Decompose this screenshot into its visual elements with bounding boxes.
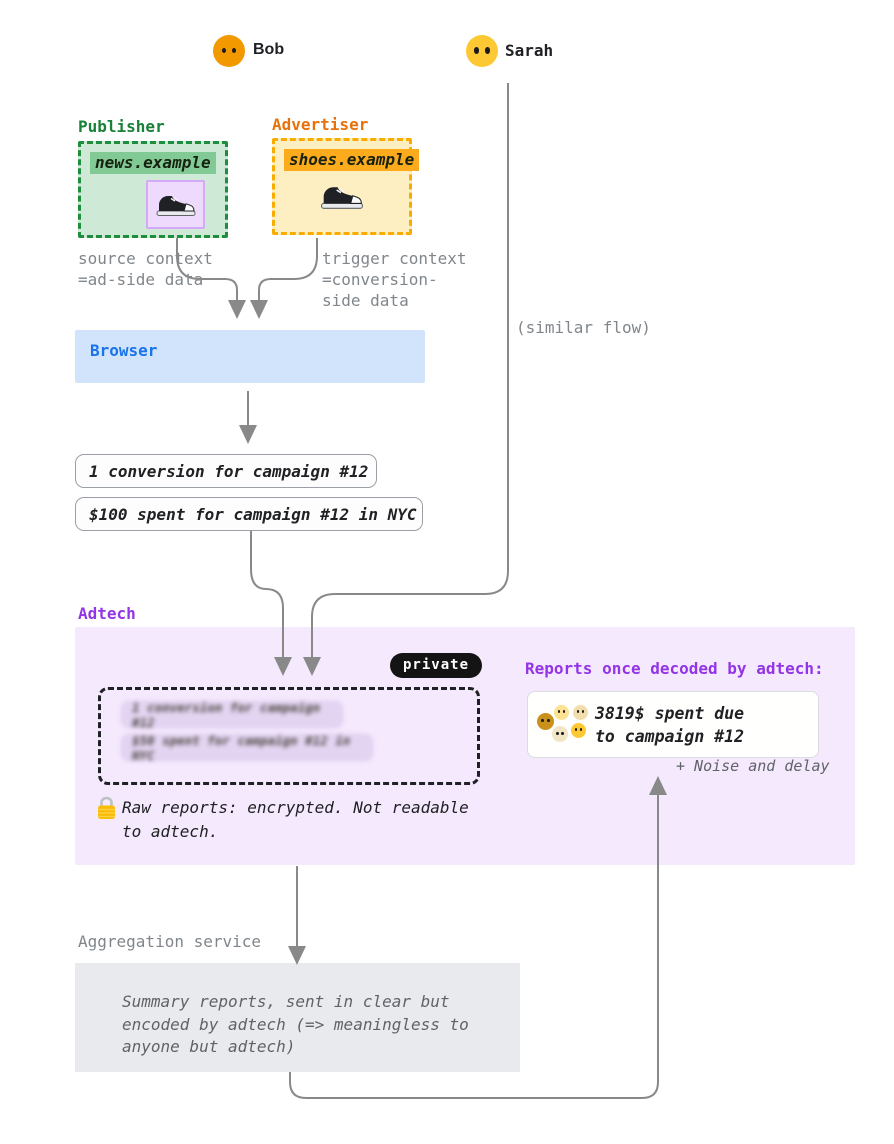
aggregation-service-box: Summary reports, sent in clear but encod… bbox=[75, 963, 520, 1072]
source-context-note: source context =ad-side data bbox=[78, 249, 213, 289]
trigger-context-note: trigger context =conversion- side data bbox=[322, 249, 467, 310]
sarah-avatar bbox=[466, 35, 498, 67]
arrowhead bbox=[228, 300, 246, 319]
advertiser-label: Advertiser bbox=[272, 115, 369, 134]
aggregated-users-faces bbox=[536, 702, 590, 748]
decoded-reports-heading: Reports once decoded by adtech: bbox=[525, 659, 824, 678]
conversion-report: 1 conversion for campaign #12 bbox=[75, 454, 377, 488]
encrypted-reports-box: 1 conversion for campaign #12 $50 spent … bbox=[98, 687, 480, 785]
bob-avatar bbox=[213, 35, 245, 67]
sneaker-icon bbox=[156, 195, 195, 216]
decoded-report-card: 3819$ spent due to campaign #12 bbox=[527, 691, 819, 758]
summary-reports-text: Summary reports, sent in clear but encod… bbox=[122, 992, 469, 1056]
publisher-site-url: news.example bbox=[90, 152, 216, 174]
publisher-label: Publisher bbox=[78, 117, 165, 136]
arrowhead bbox=[250, 300, 268, 319]
product-sneaker bbox=[319, 183, 365, 215]
raw-reports-note: Raw reports: encrypted. Not readable to … bbox=[122, 798, 469, 841]
eye bbox=[473, 47, 480, 54]
decoded-report-text: 3819$ spent due to campaign #12 bbox=[595, 703, 745, 746]
aggregation-service-label: Aggregation service bbox=[78, 932, 262, 951]
advertiser-site-box: shoes.example bbox=[272, 138, 420, 235]
user-face bbox=[537, 712, 554, 730]
browser-box: Browser bbox=[75, 330, 425, 383]
similar-flow-note: (similar flow) bbox=[516, 318, 651, 337]
encrypted-report: 1 conversion for campaign #12 bbox=[121, 700, 343, 730]
bob-label: Bob bbox=[253, 41, 285, 58]
eye bbox=[221, 47, 227, 54]
arrow-advertiser-to-browser bbox=[258, 238, 318, 301]
private-badge: private bbox=[390, 653, 483, 678]
user-face bbox=[552, 725, 568, 742]
publisher-site-box: news.example bbox=[78, 141, 228, 238]
noise-delay-note: + Noise and delay bbox=[676, 757, 830, 775]
user-face bbox=[554, 704, 569, 720]
sarah-label: Sarah bbox=[505, 41, 554, 60]
ad-slot bbox=[146, 180, 205, 229]
lock-icon bbox=[96, 796, 117, 825]
sneaker-icon bbox=[321, 187, 363, 209]
browser-label: Browser bbox=[90, 341, 158, 360]
user-face bbox=[573, 704, 588, 720]
spend-report: $100 spent for campaign #12 in NYC bbox=[75, 497, 423, 531]
user-face bbox=[571, 722, 586, 738]
eye bbox=[484, 47, 491, 54]
eye bbox=[231, 47, 237, 54]
adtech-label: Adtech bbox=[78, 604, 136, 623]
arrowhead bbox=[239, 425, 257, 444]
advertiser-site-url: shoes.example bbox=[284, 149, 420, 171]
encrypted-report: $50 spent for campaign #12 in NYC bbox=[121, 733, 373, 763]
